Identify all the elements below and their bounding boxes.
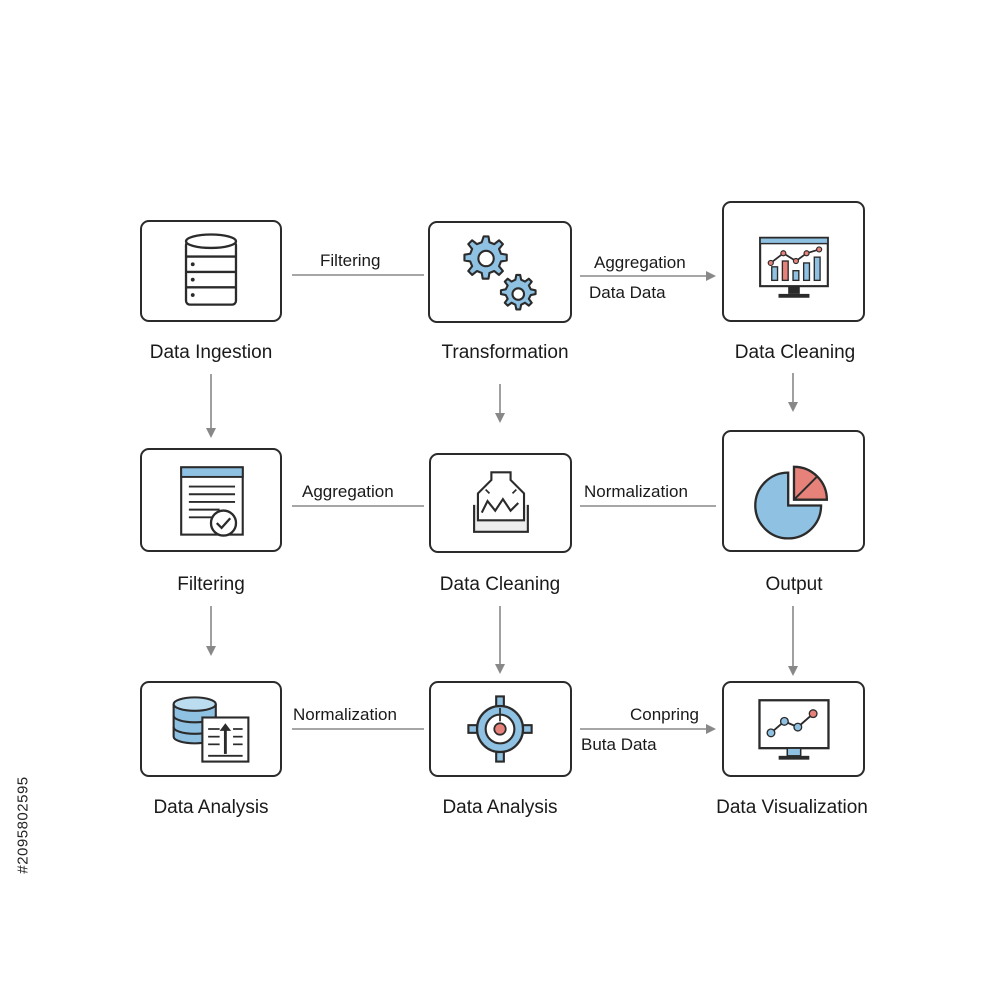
database-report-icon xyxy=(172,696,250,763)
node-data-ingestion[interactable] xyxy=(140,220,282,322)
edge-label-aggregation: Aggregation xyxy=(594,253,686,272)
edge-label-filtering: Filtering xyxy=(320,251,381,270)
node-label: Output xyxy=(765,574,823,595)
node-data-cleaning-top[interactable] xyxy=(722,201,865,322)
node-label: Transformation xyxy=(441,342,569,363)
node-label: Data Cleaning xyxy=(439,574,561,595)
node-data-cleaning-mid[interactable] xyxy=(429,453,572,553)
target-icon xyxy=(467,695,533,763)
node-label: Data Visualization xyxy=(716,797,868,818)
node-label: Data Analysis xyxy=(442,797,558,818)
dashboard-monitor-icon xyxy=(759,236,829,298)
document-check-icon xyxy=(180,466,244,537)
node-label: Data Analysis xyxy=(153,797,269,818)
edge-label-data-data: Data Data xyxy=(589,283,666,302)
node-data-analysis-mid[interactable] xyxy=(429,681,572,777)
node-transformation[interactable] xyxy=(428,221,572,323)
pie-chart-icon xyxy=(754,465,829,540)
funnel-tray-icon xyxy=(473,471,529,533)
node-filtering[interactable] xyxy=(140,448,282,552)
database-icon xyxy=(184,233,238,306)
gears-icon xyxy=(463,235,537,311)
edge-label-normalization: Normalization xyxy=(584,482,688,501)
node-label: Data Ingestion xyxy=(149,342,273,363)
node-data-analysis-left[interactable] xyxy=(140,681,282,777)
node-label: Data Cleaning xyxy=(734,342,856,363)
line-chart-monitor-icon xyxy=(758,699,830,760)
node-label: Filtering xyxy=(177,574,245,595)
edge-label-aggregation: Aggregation xyxy=(302,482,394,501)
stock-image-id: #209580259​5 xyxy=(14,776,32,874)
edge-label-conpring: Conpring xyxy=(630,705,699,724)
edge-label-normalization: Normalization xyxy=(293,705,397,724)
node-output[interactable] xyxy=(722,430,865,552)
node-data-visualization[interactable] xyxy=(722,681,865,777)
edge-label-buta-data: Buta Data xyxy=(581,735,657,754)
